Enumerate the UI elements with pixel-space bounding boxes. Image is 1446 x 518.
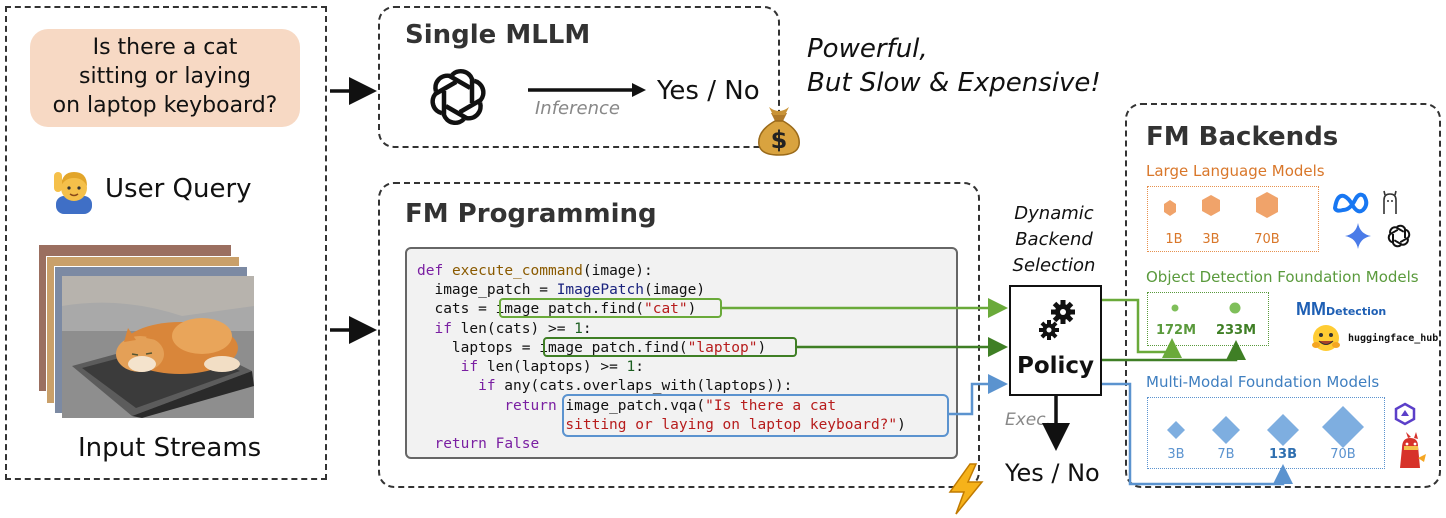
query-bubble: Is there a cat sitting or laying on lapt… (30, 29, 300, 127)
code-line-2: image_patch = ImagePatch(image) (417, 282, 706, 298)
code-line-5: laptops = image_patch.find("laptop") (417, 340, 767, 356)
inference-label: Inference (535, 98, 620, 119)
llm-size-1b: 1B (1165, 232, 1183, 247)
mllm-note: Powerful, But Slow & Expensive! (807, 32, 1101, 100)
code-block: def execute_command(image): image_patch … (405, 247, 958, 459)
query-line-3: on laptop keyboard? (52, 93, 278, 118)
find-cat-highlight (499, 298, 722, 318)
mm-logo-icon: MM (1296, 299, 1326, 319)
code-line-10: return False (434, 436, 540, 452)
mmdetection-logo-label: Detection (1326, 305, 1387, 318)
query-line-1: Is there a cat (92, 35, 238, 60)
llama-icon (1383, 190, 1397, 214)
mm-diamond-7b (1212, 416, 1240, 444)
find-laptop-highlight (543, 337, 797, 357)
mllm-model-icon (430, 68, 486, 126)
vqa-highlight (562, 394, 949, 437)
code-line-8: return image_patch.vqa("Is there a cat (504, 398, 837, 414)
det-group (1147, 292, 1269, 346)
mmdetection-logo: MMDetection (1296, 299, 1386, 320)
llava-logo-icon (1400, 432, 1426, 468)
policy-box: Policy (1009, 285, 1102, 396)
qwen-logo-icon (1394, 402, 1416, 426)
cat-on-laptop-image (62, 276, 254, 418)
arrow-vqa-to-policy (949, 374, 1008, 416)
arrow-policy-to-13b (1102, 382, 1293, 486)
code-line-7: if any(cats.overlaps_with(laptops)): (478, 378, 793, 394)
gears-icon (1039, 300, 1075, 340)
fm-backends-title: FM Backends (1146, 122, 1339, 152)
dynamic-selection-line-2: Backend (1015, 229, 1093, 250)
mm-size-icons (1167, 406, 1364, 448)
det-section-title: Object Detection Foundation Models (1146, 268, 1419, 286)
money-bag-icon: $ (758, 107, 800, 156)
code-line-4: if len(cats) >= 1: (434, 321, 592, 337)
mm-size-3b: 3B (1167, 447, 1185, 462)
det-size-icons (1171, 302, 1241, 314)
exec-label: Exec. (1005, 410, 1052, 430)
llm-hex-1b (1164, 200, 1176, 216)
policy-answer: Yes / No (1005, 459, 1100, 487)
single-answer: Yes / No (657, 76, 760, 106)
code-line-6: if len(laptops) >= 1: (460, 359, 644, 375)
huggingface-hub-label: huggingface_hub (1348, 333, 1439, 344)
llm-size-3b: 3B (1202, 232, 1220, 247)
llm-section-title: Large Language Models (1146, 162, 1325, 180)
single-mllm-title: Single MLLM (405, 20, 591, 50)
llm-group (1147, 186, 1319, 252)
mllm-note-line-1: Powerful, (807, 34, 928, 64)
code-line-3: cats = image_patch.find("cat") (417, 301, 697, 317)
input-streams-label: Input Streams (78, 433, 262, 463)
fm-backends-panel (1125, 103, 1441, 488)
mm-size-13b: 13B (1269, 447, 1297, 462)
meta-logo-icon (1332, 192, 1369, 214)
mm-size-7b: 7B (1217, 447, 1235, 462)
mllm-note-line-2: But Slow & Expensive! (807, 68, 1101, 98)
mm-size-70b: 70B (1330, 447, 1356, 462)
mm-diamond-70b (1322, 406, 1364, 448)
fm-programming-panel (378, 182, 980, 488)
dynamic-selection-label: Dynamic Backend Selection (1000, 201, 1108, 279)
det-dot-233m (1229, 302, 1241, 314)
openai-small-icon (1387, 224, 1411, 248)
llm-size-70b: 70B (1254, 232, 1280, 247)
mm-diamond-13b (1267, 414, 1299, 446)
mm-section-title: Multi-Modal Foundation Models (1146, 373, 1380, 391)
det-dot-172m (1171, 304, 1179, 312)
det-size-233m: 233M (1215, 323, 1257, 338)
llm-size-icons (1164, 192, 1278, 218)
inference-arrow (528, 83, 646, 97)
query-panel (5, 6, 327, 480)
fm-programming-title: FM Programming (405, 199, 657, 229)
svg-text:$: $ (771, 126, 788, 154)
user-icon (54, 172, 92, 214)
arrow-policy-to-172m (1102, 298, 1182, 358)
arrow-policy-to-233m (1102, 340, 1246, 362)
det-size-172m: 172M (1155, 323, 1197, 338)
mm-group (1147, 397, 1385, 469)
code-line-1: def execute_command(image): (417, 263, 653, 279)
huggingface-icon (1312, 325, 1340, 351)
mm-diamond-3b (1167, 421, 1185, 439)
dynamic-selection-line-3: Selection (1012, 255, 1096, 276)
llm-hex-70b (1256, 192, 1278, 218)
policy-label: Policy (1016, 353, 1095, 379)
dynamic-selection-line-1: Dynamic (1014, 203, 1094, 224)
llm-hex-3b (1202, 195, 1220, 216)
lightning-icon (948, 463, 984, 515)
code-line-9: sitting or laying on laptop keyboard?") (417, 417, 906, 433)
gemini-star-icon (1345, 223, 1371, 249)
user-query-label: User Query (105, 174, 252, 204)
single-mllm-panel (378, 6, 780, 148)
query-line-2: sitting or laying (79, 64, 251, 89)
